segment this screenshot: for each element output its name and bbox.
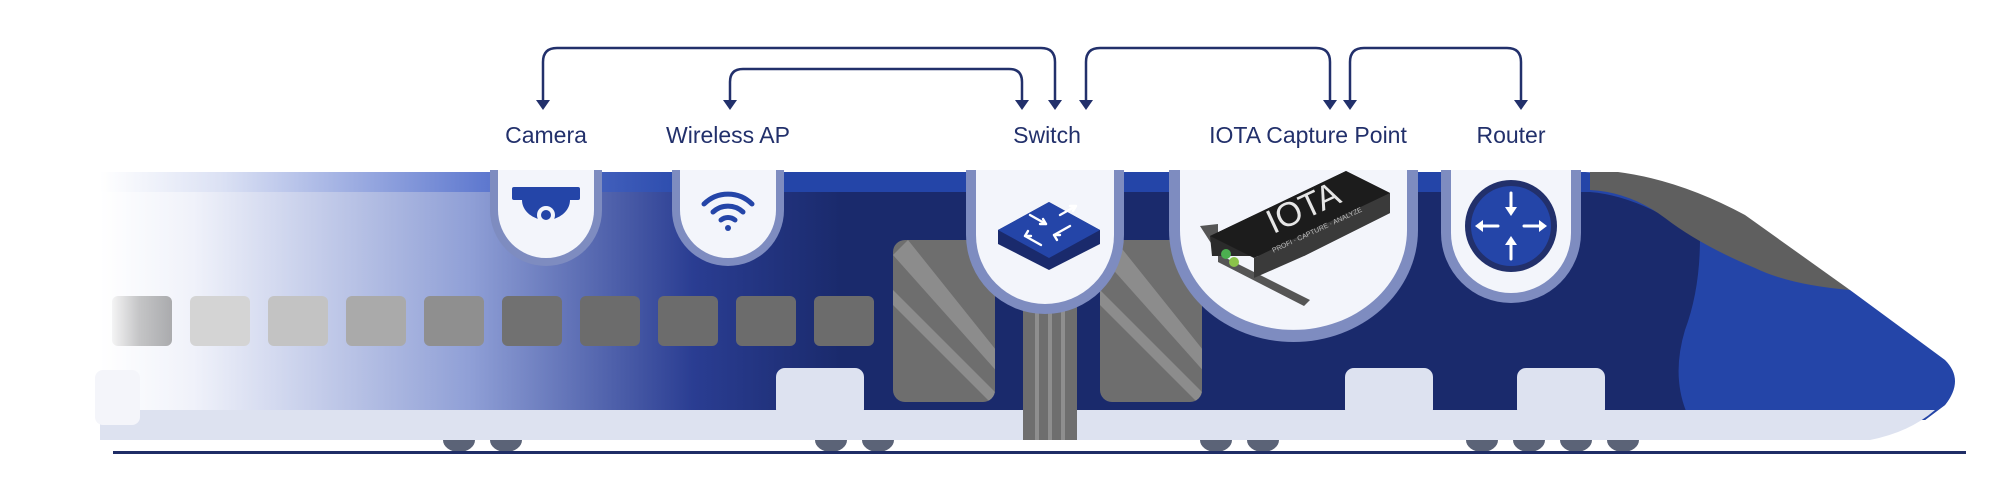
connection-lines: [541, 46, 1523, 100]
arrow-head-switch-outer: [1079, 100, 1093, 110]
train-window: [580, 296, 640, 346]
router-label: Router: [1476, 122, 1546, 148]
wireless-ap-badge: [672, 170, 784, 266]
arrow-head-switch-left: [1015, 100, 1029, 110]
arrow-head-camera: [536, 100, 550, 110]
wheel: [1560, 440, 1592, 452]
connector-switch-camera: [541, 46, 1057, 100]
arrow-head-iota-left: [1323, 100, 1337, 110]
switch-icon: [998, 202, 1100, 270]
train-windshield: [1590, 172, 1850, 290]
connector-switch-wireless-ap: [728, 67, 1024, 100]
network-conduit: [1023, 290, 1077, 440]
train-window: [736, 296, 796, 346]
train-wheels: [443, 440, 1639, 452]
arrow-head-wireless-ap: [723, 100, 737, 110]
train-door-left: [893, 240, 995, 402]
train-rear-cap: [95, 370, 140, 425]
wheel: [815, 440, 847, 452]
wheel: [1513, 440, 1545, 452]
arrow-heads: [536, 100, 1528, 110]
train-door-right: [1100, 240, 1202, 402]
train-window: [424, 296, 484, 346]
router-badge: [1441, 170, 1581, 303]
switch-badge: [966, 170, 1124, 314]
connector-router-iota: [1348, 46, 1523, 100]
arrow-head-router: [1514, 100, 1528, 110]
wireless-ap-label: Wireless AP: [666, 122, 790, 148]
wifi-icon: [701, 191, 755, 231]
wheel: [1466, 440, 1498, 452]
arrow-head-switch-right: [1048, 100, 1062, 110]
train-window: [814, 296, 874, 346]
train-window: [268, 296, 328, 346]
train-window: [190, 296, 250, 346]
wheel: [1200, 440, 1232, 452]
floor-tab: [1517, 368, 1605, 418]
train-floor: [100, 410, 1935, 440]
switch-label: Switch: [1013, 122, 1081, 148]
train-windows: [112, 296, 874, 346]
train-window: [112, 296, 172, 346]
wheel: [862, 440, 894, 452]
floor-tab: [1345, 368, 1433, 418]
iota-capture-device: IOTA PROFI · CAPTURE · ANALYZE: [1200, 171, 1390, 306]
camera-label: Camera: [505, 122, 587, 148]
wheel: [443, 440, 475, 452]
camera-icon: [512, 187, 580, 224]
train-nose: [1678, 238, 1955, 420]
iota-capture-point-label: IOTA Capture Point: [1209, 122, 1407, 148]
connector-switch-iota: [1084, 46, 1332, 100]
train-window: [346, 296, 406, 346]
wheel: [1607, 440, 1639, 452]
train-window: [502, 296, 562, 346]
floor-tab: [776, 368, 864, 418]
router-icon: [1465, 180, 1557, 272]
wheel: [1247, 440, 1279, 452]
rail-track: [113, 451, 1966, 454]
arrow-head-iota-right: [1343, 100, 1357, 110]
wheel: [490, 440, 522, 452]
camera-badge: [490, 170, 602, 266]
train-window: [658, 296, 718, 346]
iota-badge: IOTA PROFI · CAPTURE · ANALYZE: [1169, 170, 1418, 342]
